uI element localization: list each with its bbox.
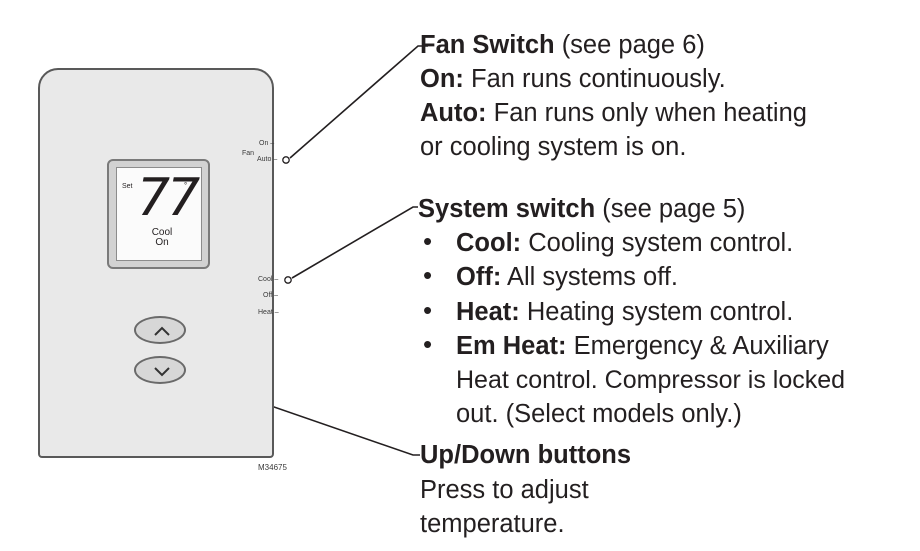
- temperature-readout: 77: [137, 168, 200, 228]
- set-label: Set: [122, 183, 133, 190]
- chevron-up-icon: [154, 326, 170, 336]
- system-item-text: Cooling system control.: [521, 229, 794, 257]
- em-heat-description-cont: Heat control. Compressor is locked: [456, 366, 846, 394]
- system-item-cool: Cool: Cooling system control.: [456, 226, 793, 260]
- fan-auto-description: Auto: Fan runs only when heating: [420, 96, 807, 130]
- buttons-title: Up/Down buttons: [420, 441, 632, 469]
- system-item-em-heat: Em Heat: Emergency & Auxiliary: [456, 329, 829, 363]
- bullet: •: [423, 295, 433, 325]
- buttons-description: Press to adjust: [420, 476, 589, 504]
- fan-on-description: On: Fan runs continuously.: [420, 62, 726, 96]
- fan-leader-line: [289, 45, 428, 159]
- fan-auto-description-cont: or cooling system is on.: [420, 133, 687, 161]
- fan-auto-term: Auto:: [420, 99, 487, 127]
- fan-on-text: Fan runs continuously.: [463, 65, 726, 93]
- bullet: •: [423, 226, 433, 256]
- system-switch-knob: [284, 276, 292, 284]
- system-item-term: Em Heat:: [456, 332, 567, 360]
- system-leader-line: [291, 206, 418, 279]
- system-off-label: Off –: [263, 292, 279, 299]
- em-heat-description-cont2: out. (Select models only.): [456, 400, 742, 428]
- fan-auto-text: Fan runs only when heating: [486, 99, 807, 127]
- fan-on-term: On:: [420, 65, 464, 93]
- system-item-text: Emergency & Auxiliary: [566, 332, 829, 360]
- buttons-heading: Up/Down buttons: [420, 438, 631, 472]
- fan-auto-label: Auto –: [257, 156, 278, 163]
- system-item-term: Off:: [456, 263, 502, 291]
- down-button[interactable]: [134, 356, 186, 384]
- system-item-text: All systems off.: [501, 263, 678, 291]
- system-item-term: Heat:: [456, 298, 520, 326]
- mode-label: Cool: [151, 227, 173, 238]
- bullet: •: [423, 329, 433, 359]
- model-number: M34675: [258, 463, 287, 472]
- state-label: On: [155, 237, 169, 248]
- up-button[interactable]: [134, 316, 186, 344]
- degree-symbol: °: [184, 181, 188, 190]
- fan-switch-knob: [282, 156, 290, 164]
- system-item-heat: Heat: Heating system control.: [456, 295, 793, 329]
- system-switch-ref: (see page 5): [595, 195, 746, 223]
- chevron-down-icon: [154, 367, 170, 377]
- fan-on-label: On –: [259, 140, 275, 147]
- buttons-description-cont: temperature.: [420, 510, 565, 538]
- fan-switch-heading: Fan Switch (see page 6): [420, 28, 705, 62]
- system-cool-label: Cool –: [258, 276, 279, 283]
- fan-switch-ref: (see page 6): [554, 31, 705, 59]
- bullet: •: [423, 260, 433, 290]
- lcd-screen: [116, 167, 202, 261]
- system-switch-title: System switch: [418, 195, 596, 223]
- fan-group-label: Fan: [242, 150, 255, 157]
- system-item-off: Off: All systems off.: [456, 260, 678, 294]
- system-heat-label: Heat –: [258, 309, 279, 316]
- system-item-text: Heating system control.: [519, 298, 794, 326]
- fan-switch-title: Fan Switch: [420, 31, 555, 59]
- system-switch-heading: System switch (see page 5): [418, 192, 745, 226]
- system-item-term: Cool:: [456, 229, 522, 257]
